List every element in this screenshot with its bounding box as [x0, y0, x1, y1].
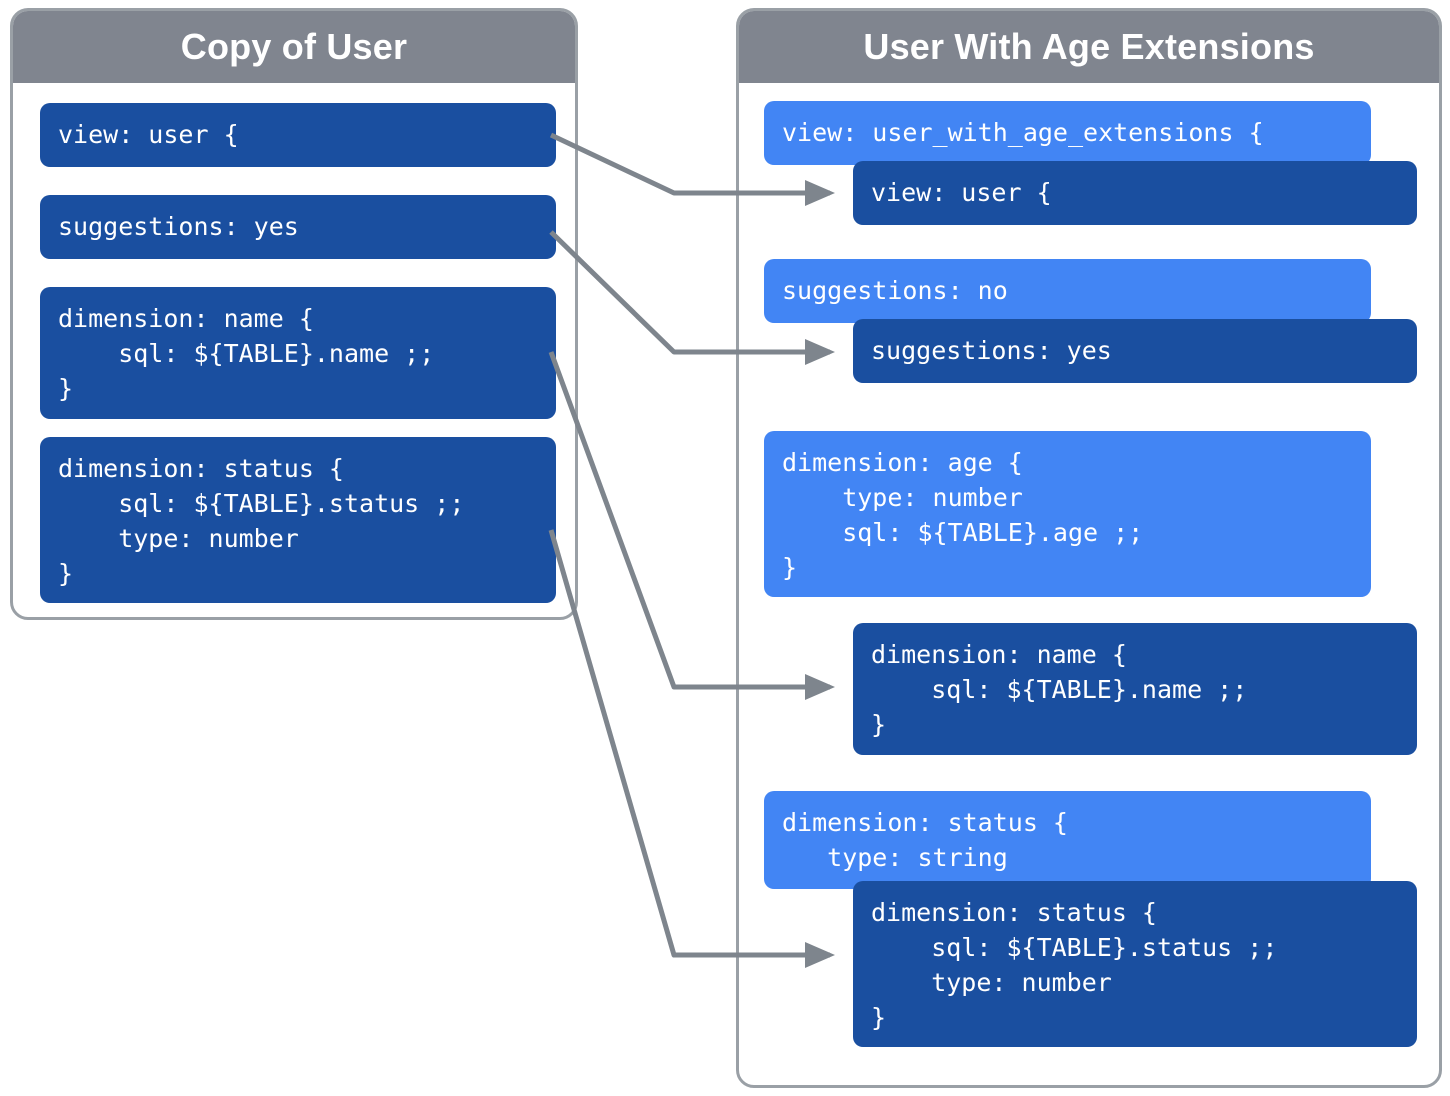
- code-block-dimension-name[interactable]: dimension: name { sql: ${TABLE}.name ;; …: [40, 287, 556, 419]
- code-block-suggestions-no[interactable]: suggestions: no: [764, 259, 1371, 323]
- panel-left-header: Copy of User: [13, 11, 575, 83]
- code-block-view-user-inherited[interactable]: view: user {: [853, 161, 1417, 225]
- panel-right-title: User With Age Extensions: [863, 26, 1315, 67]
- panel-right-header: User With Age Extensions: [739, 11, 1439, 83]
- code-block-dimension-age[interactable]: dimension: age { type: number sql: ${TAB…: [764, 431, 1371, 597]
- code-block-view-user[interactable]: view: user {: [40, 103, 556, 167]
- code-block-dimension-status-inherited[interactable]: dimension: status { sql: ${TABLE}.status…: [853, 881, 1417, 1047]
- panel-left-title: Copy of User: [180, 26, 408, 67]
- code-block-view-user-with-age-extensions[interactable]: view: user_with_age_extensions {: [764, 101, 1371, 165]
- code-block-dimension-status[interactable]: dimension: status { sql: ${TABLE}.status…: [40, 437, 556, 603]
- code-block-dimension-status-override[interactable]: dimension: status { type: string: [764, 791, 1371, 889]
- code-block-suggestions-yes[interactable]: suggestions: yes: [40, 195, 556, 259]
- code-block-suggestions-yes-inherited[interactable]: suggestions: yes: [853, 319, 1417, 383]
- panel-copy-of-user: Copy of User view: user { suggestions: y…: [10, 8, 578, 620]
- code-block-dimension-name-inherited[interactable]: dimension: name { sql: ${TABLE}.name ;; …: [853, 623, 1417, 755]
- panel-user-with-age-extensions: User With Age Extensions view: user_with…: [736, 8, 1442, 1088]
